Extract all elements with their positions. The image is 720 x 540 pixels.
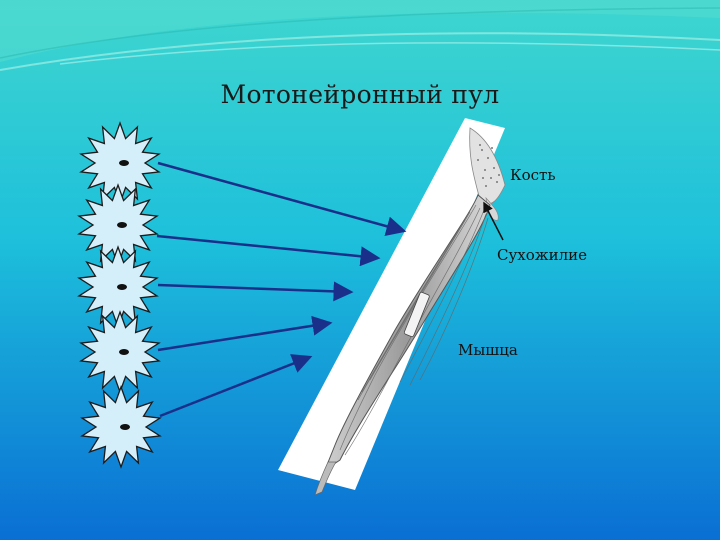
axon-arrow-5: [159, 354, 313, 418]
neuron-nucleus: [120, 424, 130, 430]
axon-arrow-3: [157, 281, 354, 302]
muscle-illustration: [314, 194, 491, 496]
neuron-nucleus: [119, 349, 129, 355]
label-bone: Кость: [510, 166, 556, 184]
muscle-panel: [278, 118, 505, 490]
axon-arrow-1: [157, 161, 407, 236]
top-swoosh: [0, 0, 720, 62]
label-tendon: Сухожилие: [497, 246, 587, 264]
muscle-fiber-highlight: [403, 291, 430, 337]
neuron-4: [79, 310, 161, 394]
swoosh-line-3: [0, 7, 720, 59]
tendon-pointer-arrow: [483, 201, 504, 241]
label-muscle: Мышца: [458, 341, 518, 359]
axon-arrow-2: [156, 234, 381, 267]
neuron-5: [80, 385, 162, 469]
swoosh-line-1: [0, 32, 720, 71]
neuron-nucleus: [117, 222, 127, 228]
slide-title: Мотонейронный пул: [220, 80, 500, 109]
neuron-nucleus: [119, 160, 129, 166]
neuron-nucleus: [117, 284, 127, 290]
swoosh-line-2: [59, 42, 720, 65]
axon-arrow-4: [157, 315, 333, 352]
